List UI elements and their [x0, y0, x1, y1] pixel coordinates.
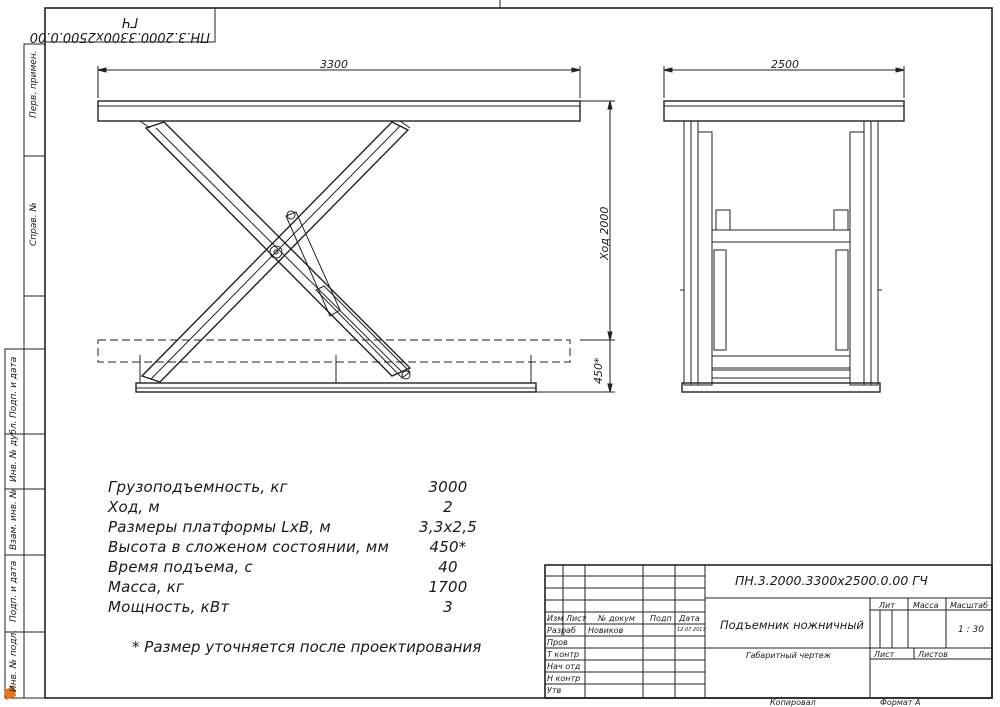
tb-col-data: Дата [679, 614, 700, 623]
corner-logo [4, 686, 16, 700]
tb-t-kontr: Т контр [547, 650, 580, 659]
front-stroke-dim: Ход 2000 [598, 206, 611, 260]
side-view [663, 66, 905, 393]
margin-sprav: Справ. № [29, 202, 39, 246]
side-platform [663, 100, 905, 122]
tb-col-podp: Подп [650, 614, 672, 623]
side-base-frame [681, 382, 881, 393]
margin-podp-data-1: Подп. и дата [9, 356, 19, 418]
tb-product-name: Подъемник ножничный [720, 618, 864, 632]
tb-col-izm: Изм [547, 614, 564, 623]
tb-format: Формат А [880, 698, 921, 707]
side-cylinder-left [713, 249, 727, 351]
margin-inv-dubl: Инв. № дубл. [9, 420, 19, 482]
tb-doc-type: Габаритный чертеж [746, 651, 831, 660]
tb-col-docum: № докум [598, 614, 635, 623]
tb-col-list: Лист [566, 614, 587, 623]
tb-razrab-date: 12.07.2017 [677, 627, 706, 633]
tb-n-kontr: Н контр [547, 674, 581, 683]
side-width-dim: 2500 [771, 58, 799, 71]
tb-prov: Пров [547, 638, 568, 647]
tb-scale: 1 : 30 [958, 625, 984, 635]
tb-lit: Лит [879, 601, 895, 610]
corner-stamp-box [44, 7, 216, 43]
front-view [97, 66, 615, 393]
margin-inv-podl: Инв. № подл. [9, 629, 19, 692]
side-cylinder-right [835, 249, 849, 351]
scissor-arm-a [144, 121, 412, 377]
front-width-dim: 3300 [320, 58, 348, 71]
title-block-lines [544, 564, 993, 699]
margin-podp-data-2: Подп. и дата [9, 560, 19, 622]
margin-perv-primen: Перв. примен. [29, 50, 39, 118]
tb-massa: Масса [913, 601, 939, 610]
tb-razrab-name: Новиков [588, 626, 624, 635]
footnote: * Размер уточняется после проектирования [132, 638, 482, 656]
front-platform [97, 100, 581, 122]
hydraulic-cylinder [285, 211, 341, 317]
tb-utv: Утв [547, 686, 562, 695]
tb-razrab: Разраб [547, 626, 576, 635]
side-margin-column [23, 43, 46, 699]
drawing-number: ПН.3.2000.3300x2500.0.00 ГЧ [735, 573, 928, 588]
margin-vzam-inv: Взам. инв. № [9, 488, 19, 550]
tb-nach-otd: Нач отд [547, 662, 581, 671]
scissor-arm-b [140, 121, 410, 383]
tb-masshtab: Масштаб [950, 601, 989, 610]
tb-listov: Листов [918, 650, 948, 659]
front-folded-dim: 450* [592, 357, 605, 385]
corner-stamp: ПН.3.2000.3300x2500.0.00 ГЧ [29, 14, 210, 44]
tb-list: Лист [874, 650, 895, 659]
lowered-platform-dashed [97, 339, 571, 363]
tb-kopiroval: Копировал [770, 698, 816, 707]
